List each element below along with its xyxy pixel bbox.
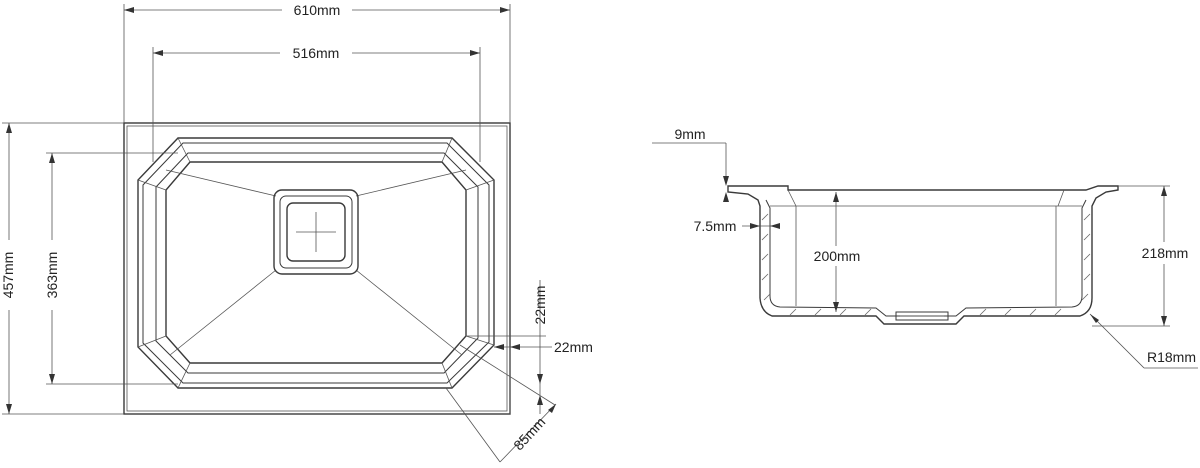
dim-rim-thickness <box>652 142 729 202</box>
dim-overall-depth <box>2 122 124 415</box>
dim-wall-thickness <box>742 223 780 229</box>
bowl-outline-inner <box>165 161 467 364</box>
outer-outline-inner <box>126 125 508 412</box>
dim-label-diagonal: 85mm <box>510 414 548 453</box>
dim-label-inner-depth: 200mm <box>814 248 861 264</box>
drain <box>273 189 359 275</box>
dim-overall-height <box>1092 185 1170 327</box>
dim-label-corner-vertical: 22mm <box>532 286 548 325</box>
dim-label-overall-height: 218mm <box>1142 245 1189 261</box>
dim-overall-width <box>123 4 511 123</box>
corner-chamfers <box>137 137 495 389</box>
dim-diagonal <box>445 344 557 463</box>
slope-lines <box>165 169 467 356</box>
bowl-outline-mid <box>142 142 490 384</box>
dim-corner-vertical <box>466 280 546 414</box>
section-hatch <box>761 213 1091 316</box>
dim-inner-depth <box>833 192 839 312</box>
dim-label-rim-thickness: 9mm <box>674 126 705 142</box>
dim-label-corner-radius: R18mm <box>1147 349 1196 365</box>
section-drain <box>895 311 949 321</box>
dim-label-wall-thickness: 7.5mm <box>694 218 737 234</box>
dim-bowl-depth <box>46 152 178 385</box>
dim-corner-radius <box>1089 313 1198 369</box>
section-view: 9mm 7.5mm 200mm 218mm <box>652 126 1198 369</box>
bowl-outline-lip <box>155 152 479 374</box>
dim-label-corner-horizontal: 22mm <box>554 339 593 355</box>
dim-label-bowl-depth: 363mm <box>44 252 60 299</box>
dim-label-bowl-width: 516mm <box>293 45 340 61</box>
bowl-outline-outer <box>137 137 495 389</box>
dim-label-overall-width: 610mm <box>294 2 341 18</box>
dim-label-overall-depth: 457mm <box>0 252 16 299</box>
outer-outline <box>123 122 511 415</box>
plan-view: 610mm 516mm 457mm <box>0 2 593 463</box>
section-outer-profile <box>727 185 1119 325</box>
dim-corner-horizontal <box>494 344 552 414</box>
dim-bowl-width <box>152 47 481 162</box>
